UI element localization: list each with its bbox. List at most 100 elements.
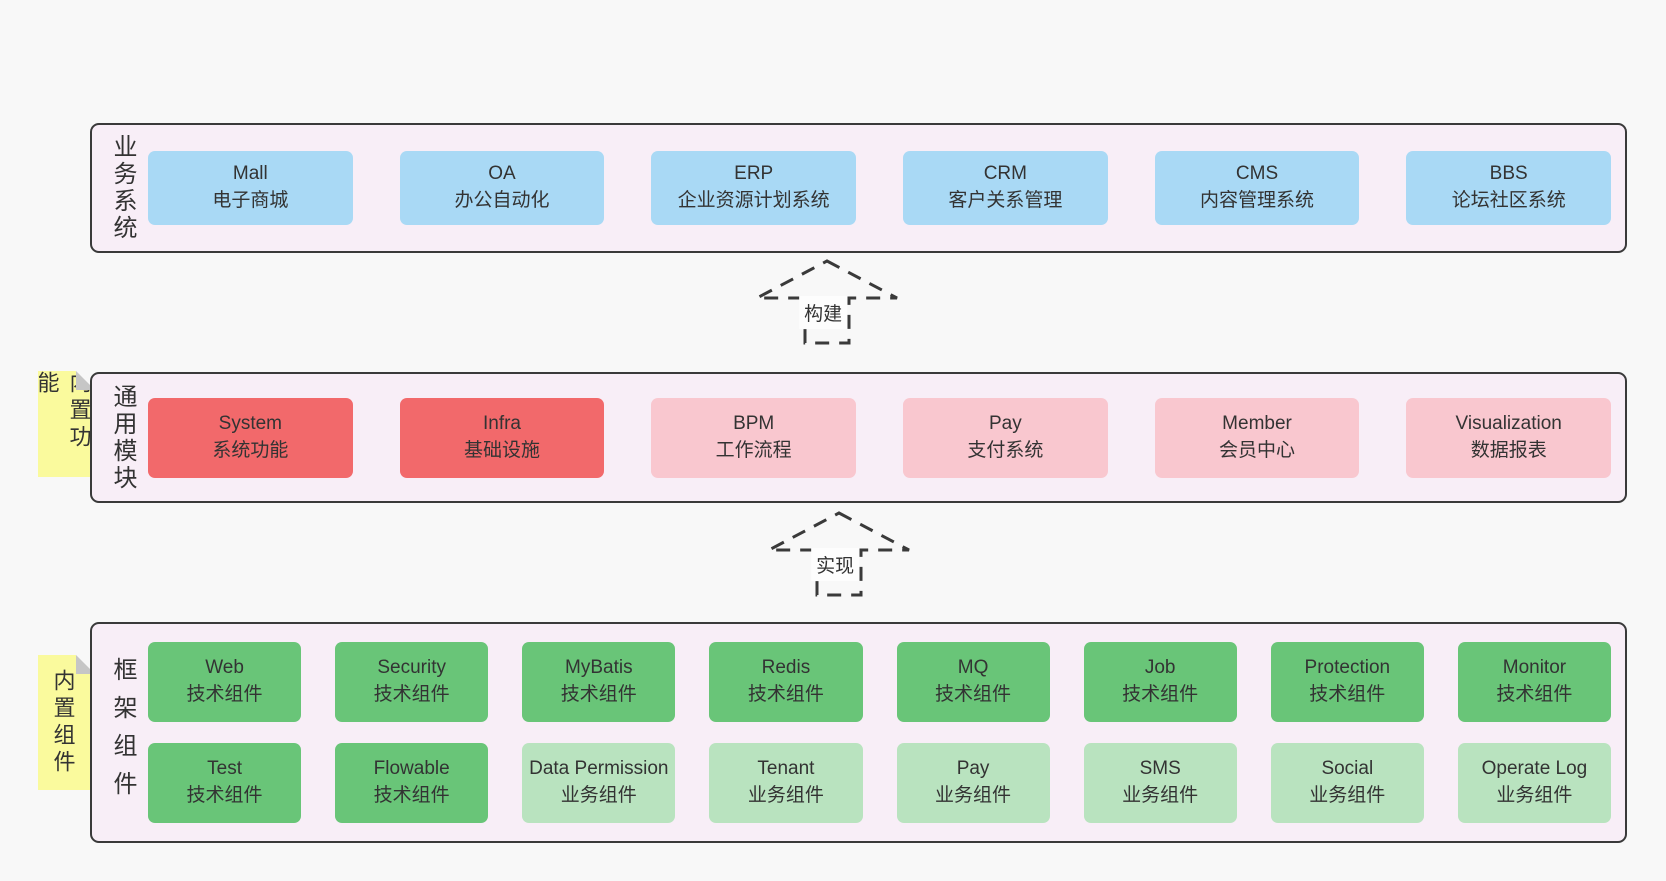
box-flowable: Flowable 技术组件 (335, 743, 489, 823)
build-arrow: 构建 (752, 258, 902, 346)
box-oa: OA 办公自动化 (399, 151, 605, 225)
box-subtitle: 基础设施 (464, 439, 541, 461)
box-subtitle: 技术组件 (186, 684, 263, 705)
box-bpm: BPM 工作流程 (651, 397, 857, 478)
box-mall: Mall 电子商城 (148, 151, 353, 225)
box-subtitle: 技术组件 (935, 684, 1012, 705)
box-subtitle: 电子商城 (212, 190, 289, 211)
box-crm: CRM 客户关系管理 (903, 151, 1108, 225)
box-title: Flowable (373, 758, 450, 780)
common-modules-panel: 通用模块 System 系统功能 Infra 基础设施 BPM 工作流程 Pay… (90, 372, 1627, 503)
box-pay-module: Pay 支付系统 (903, 397, 1108, 478)
box-title: Security (377, 657, 446, 679)
box-title: SMS (1139, 758, 1181, 780)
box-title: Tenant (757, 758, 815, 780)
box-subtitle: 工作流程 (715, 439, 792, 461)
built-in-features-tag-label: 内置功能 (34, 371, 92, 452)
box-title: Operate Log (1481, 758, 1588, 780)
box-title: Infra (482, 412, 522, 434)
common-modules-boxes: System 系统功能 Infra 基础设施 BPM 工作流程 Pay 支付系统… (148, 397, 1612, 478)
box-subtitle: 技术组件 (373, 785, 450, 806)
box-subtitle: 技术组件 (747, 684, 824, 705)
box-pay-component: Pay 业务组件 (896, 743, 1050, 823)
box-title: Monitor (1502, 657, 1567, 679)
box-test: Test 技术组件 (148, 743, 302, 823)
box-subtitle: 技术组件 (373, 684, 450, 705)
box-subtitle: 办公自动化 (454, 190, 550, 211)
box-subtitle: 业务组件 (1122, 785, 1199, 806)
framework-components-rows: Web 技术组件 Security 技术组件 MyBatis 技术组件 Redi… (148, 642, 1611, 823)
box-subtitle: 技术组件 (560, 684, 637, 705)
box-subtitle: 技术组件 (1309, 684, 1386, 705)
box-data-permission: Data Permission 业务组件 (522, 743, 676, 823)
box-mq: MQ 技术组件 (896, 642, 1050, 722)
box-title: Web (205, 657, 244, 679)
built-in-features-tag: 内置功能 (35, 371, 95, 477)
box-member: Member 会员中心 (1154, 397, 1360, 478)
box-title: ERP (734, 163, 774, 185)
tech-components-row: Web 技术组件 Security 技术组件 MyBatis 技术组件 Redi… (148, 642, 1611, 722)
box-title: BPM (733, 412, 775, 434)
box-title: CRM (983, 163, 1027, 185)
up-arrow-icon (756, 259, 898, 345)
box-bbs: BBS 论坛社区系统 (1406, 151, 1612, 225)
box-tenant: Tenant 业务组件 (709, 743, 863, 823)
box-web: Web 技术组件 (148, 642, 302, 722)
box-job: Job 技术组件 (1083, 642, 1237, 722)
box-subtitle: 技术组件 (1496, 684, 1573, 705)
build-arrow-label: 构建 (799, 296, 848, 329)
up-arrow-icon (768, 511, 910, 597)
box-subtitle: 论坛社区系统 (1451, 190, 1566, 211)
box-subtitle: 技术组件 (186, 785, 263, 806)
box-title: Social (1321, 758, 1374, 780)
box-subtitle: 内容管理系统 (1200, 190, 1315, 211)
business-systems-boxes: Mall 电子商城 OA 办公自动化 ERP 企业资源计划系统 CRM 客户关系… (148, 151, 1612, 225)
box-title: Pay (956, 758, 990, 780)
implement-arrow: 实现 (764, 510, 914, 598)
implement-arrow-label: 实现 (811, 548, 860, 581)
box-cms: CMS 内容管理系统 (1154, 151, 1360, 225)
box-monitor: Monitor 技术组件 (1457, 642, 1611, 722)
box-subtitle: 业务组件 (1496, 785, 1573, 806)
box-subtitle: 会员中心 (1219, 439, 1296, 461)
box-social: Social 业务组件 (1270, 743, 1424, 823)
box-title: CMS (1235, 163, 1279, 185)
box-title: Redis (761, 657, 811, 679)
framework-components-label: 框架组件 (109, 656, 136, 809)
box-protection: Protection 技术组件 (1270, 642, 1424, 722)
box-title: MQ (957, 657, 989, 679)
box-subtitle: 企业资源计划系统 (677, 190, 830, 211)
box-title: Test (207, 758, 242, 780)
box-subtitle: 支付系统 (967, 439, 1044, 461)
box-subtitle: 业务组件 (935, 785, 1012, 806)
box-operate-log: Operate Log 业务组件 (1457, 743, 1611, 823)
box-visualization: Visualization 数据报表 (1406, 397, 1612, 478)
box-subtitle: 数据报表 (1470, 439, 1547, 461)
box-subtitle: 技术组件 (1122, 684, 1199, 705)
built-in-components-tag-label: 内置组件 (50, 668, 76, 777)
business-systems-label: 业务系统 (109, 134, 136, 242)
box-title: BBS (1489, 163, 1528, 185)
box-subtitle: 客户关系管理 (948, 190, 1063, 211)
framework-components-panel: 框架组件 Web 技术组件 Security 技术组件 MyBatis 技术组件… (90, 622, 1627, 843)
box-subtitle: 业务组件 (560, 785, 637, 806)
box-title: Job (1144, 657, 1176, 679)
box-title: System (218, 412, 283, 434)
box-erp: ERP 企业资源计划系统 (651, 151, 857, 225)
box-subtitle: 系统功能 (212, 439, 289, 461)
box-title: OA (488, 163, 516, 185)
box-title: Visualization (1455, 412, 1562, 434)
box-title: Mall (232, 163, 268, 185)
box-title: Pay (988, 412, 1022, 434)
business-systems-panel: 业务系统 Mall 电子商城 OA 办公自动化 ERP 企业资源计划系统 CRM… (90, 123, 1627, 253)
box-title: Data Permission (529, 758, 669, 780)
box-title: MyBatis (565, 657, 633, 679)
common-modules-label: 通用模块 (109, 383, 136, 492)
box-mybatis: MyBatis 技术组件 (522, 642, 676, 722)
box-infra: Infra 基础设施 (399, 397, 605, 478)
box-system: System 系统功能 (148, 397, 353, 478)
box-title: Protection (1304, 657, 1391, 679)
box-sms: SMS 业务组件 (1083, 743, 1237, 823)
box-title: Member (1222, 412, 1292, 434)
biz-components-row: Test 技术组件 Flowable 技术组件 Data Permission … (148, 743, 1611, 823)
